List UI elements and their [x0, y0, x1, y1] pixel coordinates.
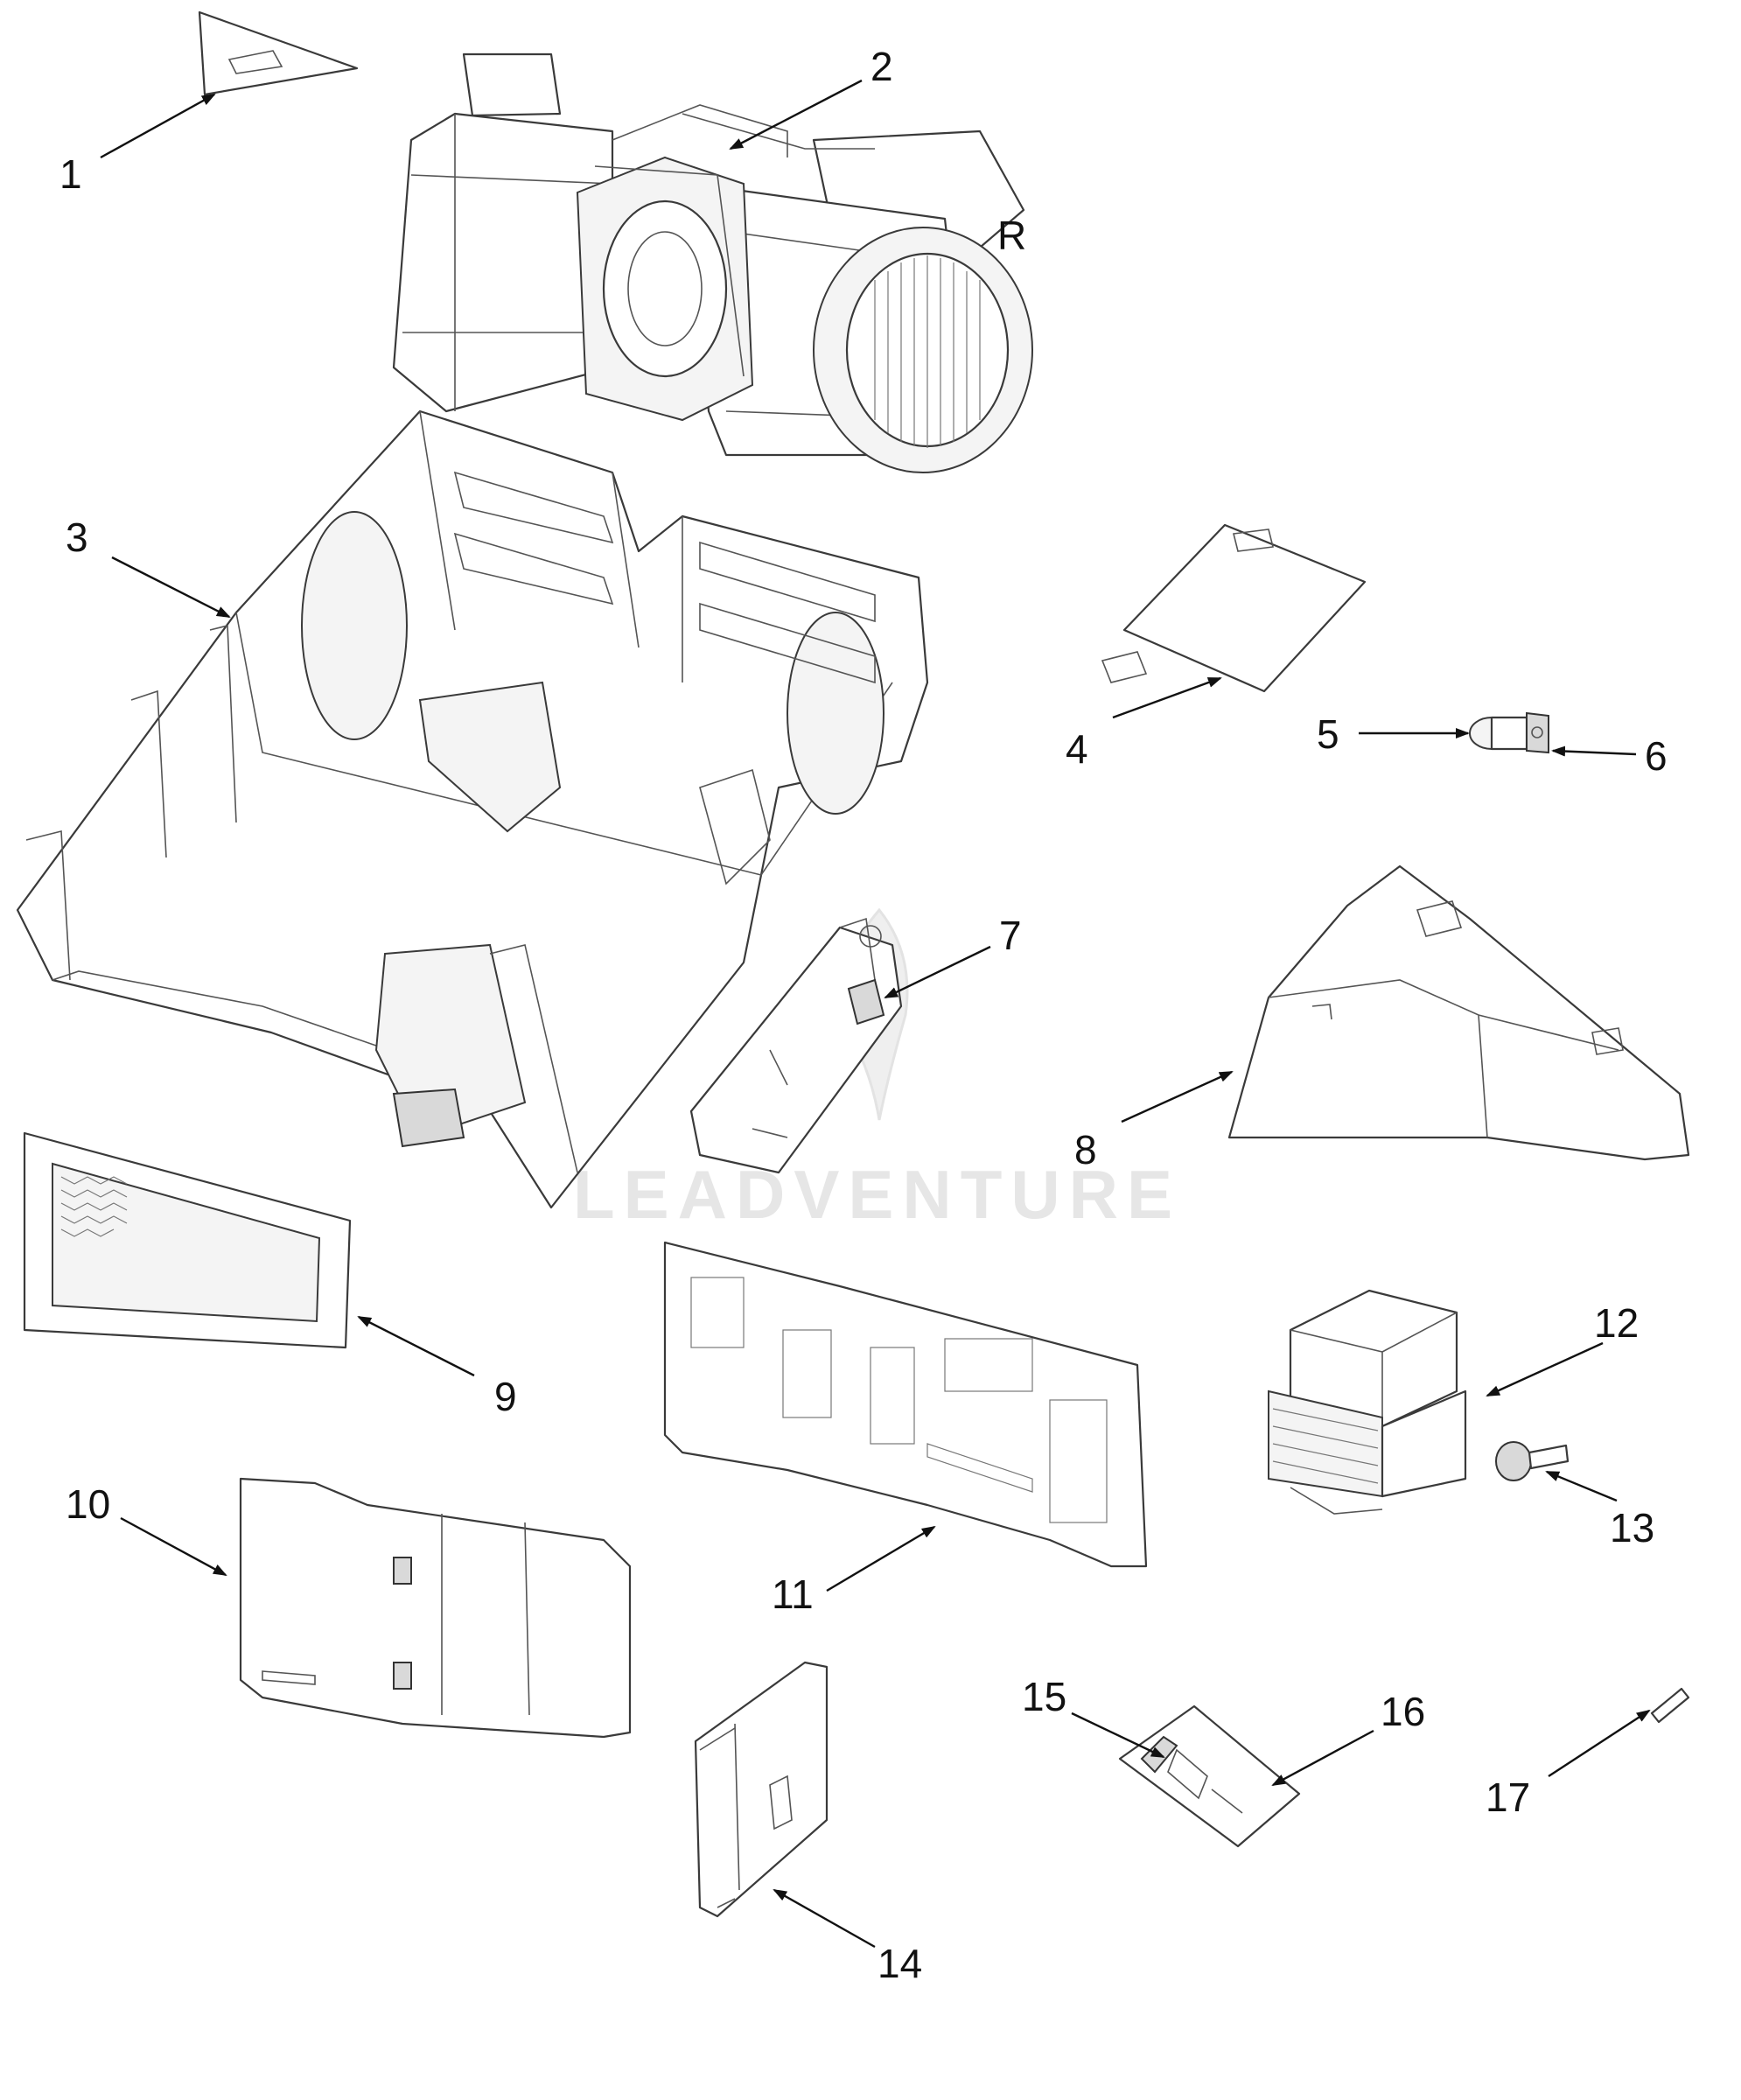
part-9-grease-filter — [23, 1131, 352, 1349]
callout-3: 3 — [66, 514, 88, 560]
callout-8: 8 — [1074, 1127, 1097, 1172]
callout-7: 7 — [999, 913, 1022, 958]
part-5-lamp — [1469, 716, 1528, 751]
fan-housing-letter: R — [997, 213, 1026, 258]
callout-2: 2 — [870, 44, 893, 89]
part-2-blower-motor: R — [392, 52, 1033, 473]
callout-9: 9 — [494, 1374, 517, 1419]
part-12-transformer — [1268, 1289, 1467, 1515]
part-6-lamp-socket — [1526, 711, 1549, 754]
part-4-plate — [1101, 523, 1367, 693]
callout-6: 6 — [1645, 733, 1668, 779]
callout-11: 11 — [772, 1572, 814, 1617]
watermark-text: LEADVENTURE — [573, 1156, 1181, 1233]
part-17-fuse — [1650, 1687, 1690, 1724]
callout-14: 14 — [877, 1941, 922, 1986]
callout-17: 17 — [1486, 1774, 1530, 1820]
callout-10: 10 — [66, 1481, 110, 1527]
callout-15: 15 — [1022, 1674, 1066, 1719]
callout-labels: 1 2 3 4 5 6 7 8 9 10 11 12 13 14 15 16 1… — [59, 44, 1668, 1986]
part-8-waveguide-cover — [1227, 864, 1690, 1161]
callout-16: 16 — [1381, 1689, 1425, 1734]
callout-4: 4 — [1066, 726, 1088, 772]
callout-5: 5 — [1317, 711, 1339, 757]
part-11-control-plate — [663, 1241, 1148, 1568]
leader-lines — [100, 79, 1651, 1949]
callout-12: 12 — [1594, 1300, 1639, 1346]
callout-1: 1 — [59, 151, 82, 197]
part-7-bracket — [689, 917, 903, 1174]
part-13-thermal-protector — [1495, 1441, 1570, 1481]
part-16-circuit-board — [1118, 1704, 1301, 1848]
part-3-main-frame — [16, 410, 929, 1209]
callout-13: 13 — [1610, 1505, 1654, 1550]
part-14-bracket-plate — [694, 1661, 829, 1918]
part-10-cover-plate — [239, 1477, 632, 1739]
part-1-label-sheet — [198, 10, 359, 96]
